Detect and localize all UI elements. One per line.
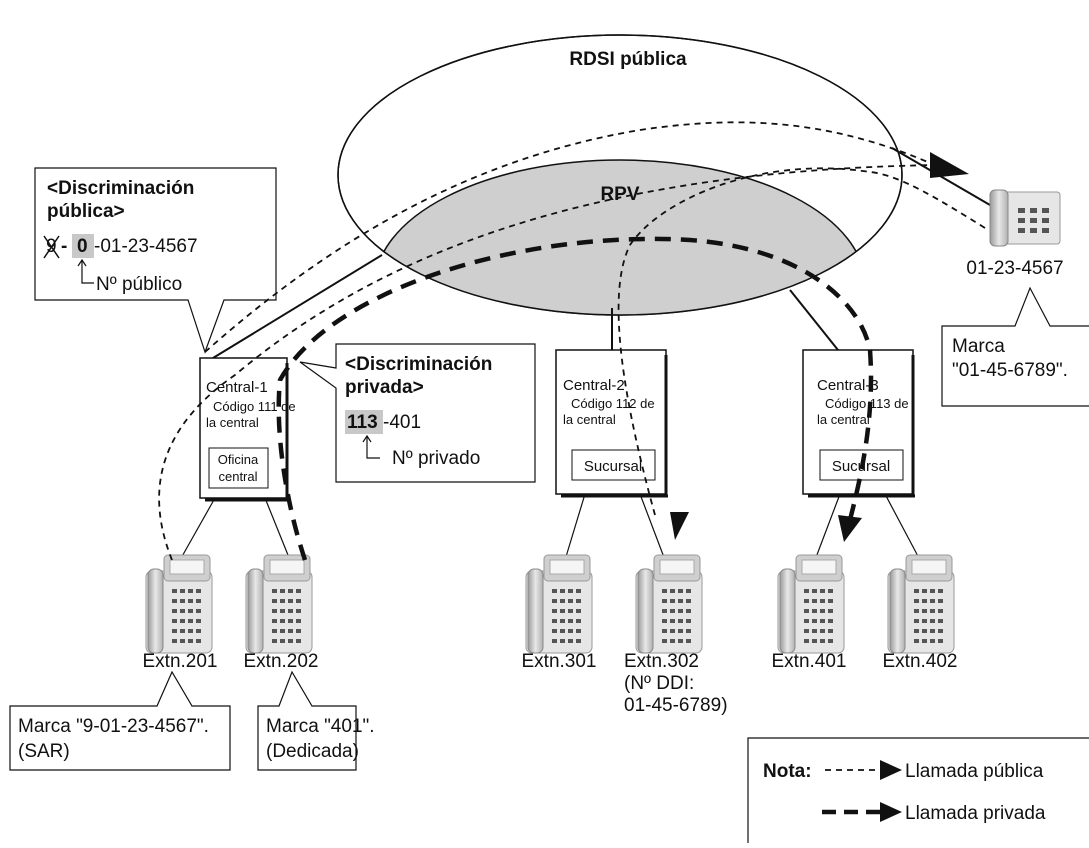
- callout-ext-202-line-2: (Dedicada): [266, 741, 359, 762]
- central-1-code: Código 111 de: [213, 399, 296, 414]
- callout-ext-201: Marca "9-01-23-4567". (SAR): [9, 670, 231, 771]
- callout-external-dial: Marca "01-45-6789".: [941, 286, 1089, 407]
- central-3-code: Código 113 de: [825, 396, 909, 411]
- callout-private-title-1: <Discriminación: [345, 354, 492, 375]
- legend-public-arrowhead: [880, 760, 902, 780]
- callout-public-note: Nº público: [96, 274, 182, 295]
- ext-302-ddi-2: 01-45-6789): [624, 695, 728, 716]
- callout-public-dash: -: [61, 236, 67, 257]
- ext-201-label: Extn.201: [143, 651, 218, 672]
- ext-402-label: Extn.402: [883, 651, 958, 672]
- phone-icon-202: [245, 554, 313, 654]
- private-call-path: [276, 236, 874, 561]
- callout-external-line-2: "01-45-6789".: [952, 360, 1068, 381]
- central-1-type-2: central: [218, 469, 257, 484]
- legend-title: Nota:: [763, 761, 812, 782]
- phone-icon-401: [777, 554, 845, 654]
- public-call-path-to-external: [204, 121, 931, 353]
- vpn-label: RPV: [600, 184, 639, 205]
- external-phone-number: 01-23-4567: [966, 258, 1063, 279]
- legend-public-label: Llamada pública: [905, 761, 1044, 782]
- callout-ext-202-line-1: Marca "401".: [266, 716, 375, 737]
- central-2-code: Código 112 de: [571, 396, 655, 411]
- central-2-name: Central-2: [563, 377, 625, 394]
- central-3-code-2: la central: [817, 412, 870, 427]
- callout-public-title-2: pública>: [47, 201, 125, 222]
- central-1-code-2: la central: [206, 415, 259, 430]
- central-1-name: Central-1: [206, 379, 268, 396]
- callout-public-prefix: 0: [77, 236, 88, 257]
- callout-public-discrimination: <Discriminación pública> 9 - 0 -01-23-45…: [34, 167, 277, 354]
- public-call-path-incoming: [617, 167, 986, 516]
- callout-private-rest: -401: [383, 412, 421, 433]
- trunk-central-1: [212, 254, 383, 359]
- ext-302-label: Extn.302: [624, 651, 699, 672]
- phone-icon-201: [145, 554, 213, 654]
- ext-301-label: Extn.301: [522, 651, 597, 672]
- callout-ext-201-line-1: Marca "9-01-23-4567".: [18, 716, 209, 737]
- callout-public-rest: -01-23-4567: [94, 236, 198, 257]
- phone-icon-402: [887, 554, 955, 654]
- phone-icon-302: [635, 554, 703, 654]
- callout-private-title-2: privada>: [345, 377, 424, 398]
- private-call-arrowhead-401: [838, 515, 862, 542]
- callout-private-note: Nº privado: [392, 448, 480, 469]
- callout-private-code: 113: [347, 412, 378, 433]
- external-phone-icon: [989, 189, 1061, 247]
- public-call-arrowhead-302: [670, 512, 689, 540]
- central-2-type: Sucursal: [584, 458, 642, 475]
- central-1-type: Oficina: [218, 452, 259, 467]
- callout-public-title-1: <Discriminación: [47, 178, 194, 199]
- phone-icon-301: [525, 554, 593, 654]
- legend-private-arrowhead: [880, 802, 902, 822]
- central-3: Central-3 Código 113 de la central Sucur…: [802, 349, 915, 498]
- central-1: Central-1 Código 111 de la central Ofici…: [199, 357, 296, 502]
- central-3-name: Central-3: [817, 377, 879, 394]
- legend-private-label: Llamada privada: [905, 803, 1046, 824]
- public-call-arrowhead-external: [930, 152, 969, 178]
- public-isdn-label: RDSI pública: [569, 49, 687, 70]
- callout-ext-202: Marca "401". (Dedicada): [257, 670, 375, 771]
- legend: Nota: Llamada pública Llamada privada: [747, 737, 1089, 843]
- callout-ext-201-line-2: (SAR): [18, 741, 70, 762]
- ext-202-label: Extn.202: [244, 651, 319, 672]
- central-2-code-2: la central: [563, 412, 616, 427]
- trunk-central-3: [789, 289, 839, 351]
- central-2: Central-2 Código 112 de la central Sucur…: [555, 349, 668, 498]
- callout-external-line-1: Marca: [952, 336, 1005, 357]
- trunk-external: [891, 147, 1003, 213]
- ext-401-label: Extn.401: [772, 651, 847, 672]
- callout-private-discrimination: <Discriminación privada> 113 -401 Nº pri…: [299, 343, 536, 483]
- ext-302-ddi-1: (Nº DDI:: [624, 673, 694, 694]
